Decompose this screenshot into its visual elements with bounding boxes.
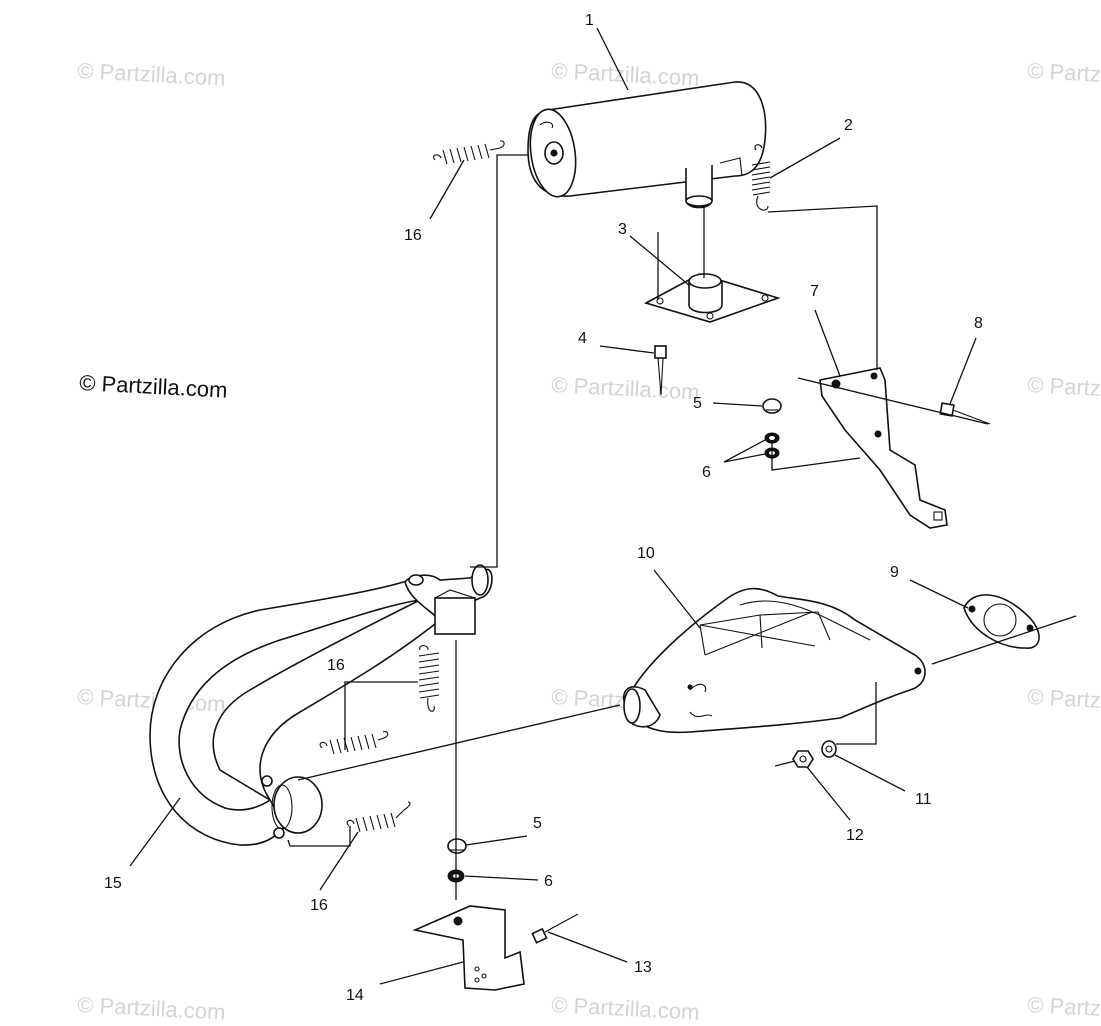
callout-6: 6 xyxy=(544,873,553,890)
bolt xyxy=(939,402,991,425)
spring-lower xyxy=(346,801,411,833)
lock-washer xyxy=(821,740,837,758)
nut xyxy=(792,750,814,768)
callout-2: 2 xyxy=(844,117,853,134)
manifold xyxy=(623,587,926,734)
callout-15: 15 xyxy=(104,875,122,892)
stud xyxy=(654,345,667,396)
callout-9: 9 xyxy=(890,564,899,581)
callout-8: 8 xyxy=(974,315,983,332)
callout-11: 11 xyxy=(915,791,932,808)
callout-16: 16 xyxy=(327,657,345,674)
callout-16: 16 xyxy=(310,897,328,914)
flange-plate xyxy=(643,273,781,323)
callout-6: 6 xyxy=(702,464,711,481)
spring-top-left xyxy=(433,140,505,165)
callout-3: 3 xyxy=(618,221,627,238)
callout-13: 13 xyxy=(634,959,652,976)
grommet xyxy=(762,398,782,414)
leader-lines xyxy=(129,27,977,985)
callout-12: 12 xyxy=(846,827,864,844)
callout-5: 5 xyxy=(693,395,702,412)
callout-5: 5 xyxy=(533,815,542,832)
callout-16: 16 xyxy=(404,227,422,244)
muffler xyxy=(527,81,767,209)
bracket xyxy=(819,367,948,529)
assembly-lines xyxy=(287,154,1077,900)
exhaust-pipe xyxy=(149,564,493,846)
spring xyxy=(751,144,771,211)
callout-10: 10 xyxy=(637,545,655,562)
spring-mid-right xyxy=(418,644,440,712)
callout-4: 4 xyxy=(578,330,587,347)
callout-7: 7 xyxy=(810,283,819,300)
lower-bracket xyxy=(412,905,525,991)
callout-labels: 1 2 3 4 5 6 7 8 9 10 11 12 13 14 15 16 1… xyxy=(104,12,983,1004)
mount-bolt xyxy=(531,913,579,944)
spring-mid-left xyxy=(319,731,389,755)
grommet-lower xyxy=(447,838,467,854)
callout-14: 14 xyxy=(346,987,364,1004)
callout-1: 1 xyxy=(585,12,594,29)
